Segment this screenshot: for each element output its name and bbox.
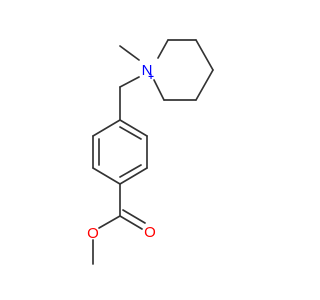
bond-benzene-1 [119,119,148,137]
bond-carbonyl-ester-o [98,215,121,229]
nitrogen-label: N [142,62,153,79]
bond-n-methyl [119,45,140,61]
bond-ring-c3-c4 [195,39,214,71]
bond-carbonyl-o-1 [119,215,143,230]
bond-benzene-3 [119,167,148,185]
carbonyl-oxygen-label: O [144,224,156,241]
structure-canvas: N + O O [87,39,214,265]
bond-ring-n-c2 [157,39,169,59]
bond-benzene-inner-b [119,164,142,178]
bond-n-ch2 [119,76,140,88]
molecule-diagram: N + O O [87,39,214,265]
bond-carbonyl-o-2 [122,209,146,224]
bond-ring-c6-n [153,79,165,101]
ester-oxygen-label: O [87,225,99,242]
bond-ring-c4-c5 [195,69,214,101]
nitrogen-charge: + [148,72,154,83]
bond-benzene-inner-a [119,126,142,140]
bond-benzene-6 [92,119,121,137]
bond-benzene-4 [92,167,121,185]
